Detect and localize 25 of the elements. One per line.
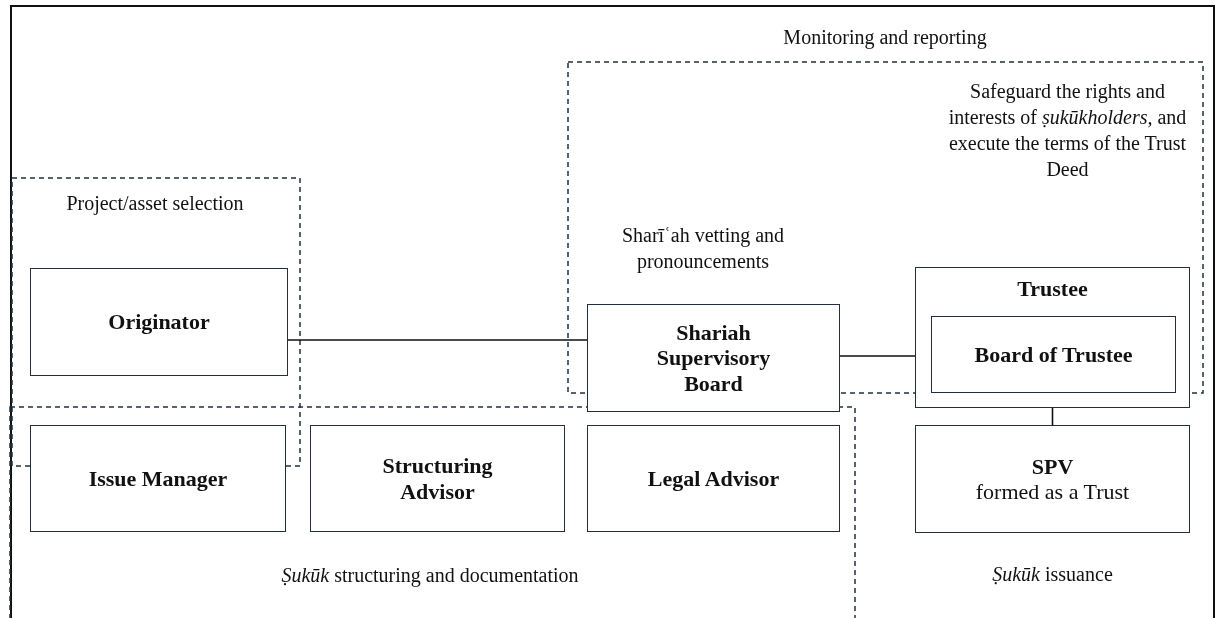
box-title: Trustee xyxy=(1017,276,1088,302)
box-title: SPV xyxy=(1031,453,1074,479)
annotation-text: Ṣukūk structuring and documentation xyxy=(280,563,580,588)
process-box xyxy=(931,316,1176,393)
process-box xyxy=(587,425,840,532)
process-box xyxy=(30,425,286,532)
box-title: Shariah Supervisory Board xyxy=(655,320,772,396)
box-title: Structuring Advisor xyxy=(381,453,494,504)
process-box xyxy=(915,425,1190,533)
annotation-text: Safeguard the rights and interests of ṣukūkholders, and execute the terms of the Trust Deed xyxy=(947,79,1188,182)
connector-line xyxy=(839,355,916,357)
box-subtitle: formed as a Trust xyxy=(975,479,1130,505)
box-title: Legal Advisor xyxy=(647,465,780,492)
annotation-text: Monitoring and reporting xyxy=(782,25,988,50)
connector-line xyxy=(287,339,588,341)
outer-box xyxy=(915,267,1190,408)
process-box xyxy=(587,304,840,412)
process-box xyxy=(310,425,565,532)
box-title: Issue Manager xyxy=(88,465,228,492)
box-title: Originator xyxy=(108,309,210,335)
process-box xyxy=(30,268,288,376)
node-caption: Ṣukūk issuance xyxy=(991,562,1114,587)
box-title: Board of Trustee xyxy=(974,341,1133,368)
annotation-text: Sharīʿah vetting and pronouncements xyxy=(620,223,786,274)
annotation-text: Project/asset selection xyxy=(65,191,245,216)
